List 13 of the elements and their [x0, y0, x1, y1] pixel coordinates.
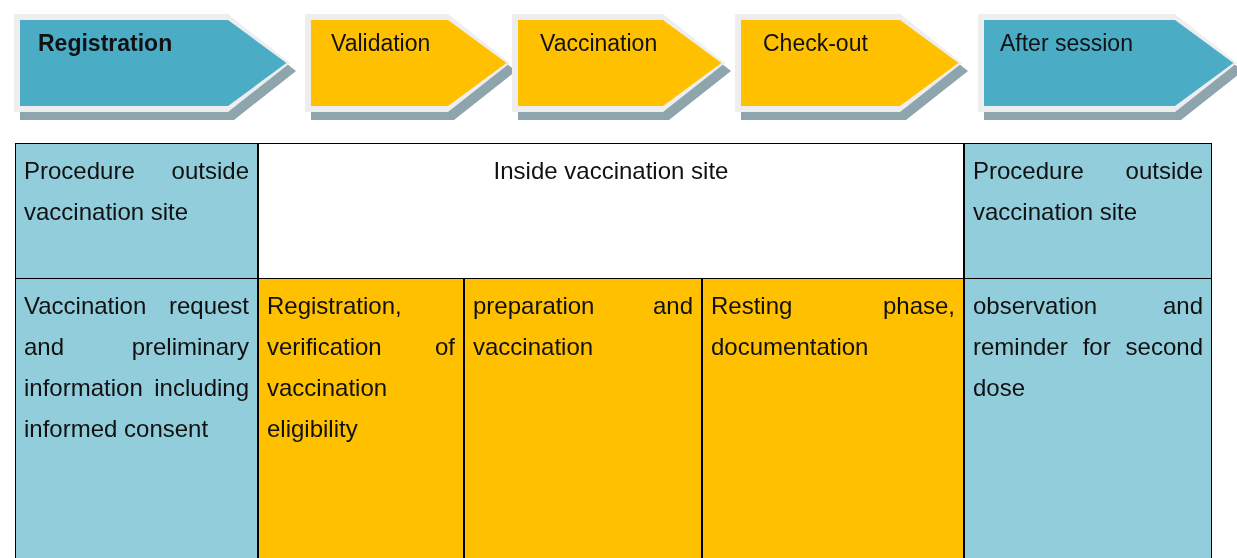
table-cell: preparation and vaccination [464, 278, 702, 558]
step-label: Validation [331, 30, 431, 57]
step-label: Registration [38, 30, 173, 57]
table-cell: Resting phase, documentation [702, 278, 964, 558]
table-cell: Registration, verification of vaccination eligibility [258, 278, 464, 558]
table-cell: Procedure outside vaccination site [15, 143, 258, 279]
step-label: After session [1000, 30, 1133, 57]
table-cell: Vaccination request and preliminary information including informed consent [15, 278, 258, 558]
table-cell: Procedure outside vaccination site [964, 143, 1212, 279]
step-label: Vaccination [540, 30, 658, 57]
table-cell: Inside vaccination site [258, 143, 964, 279]
table-cell: observation and reminder for second dose [964, 278, 1212, 558]
step-label: Check-out [763, 30, 868, 57]
